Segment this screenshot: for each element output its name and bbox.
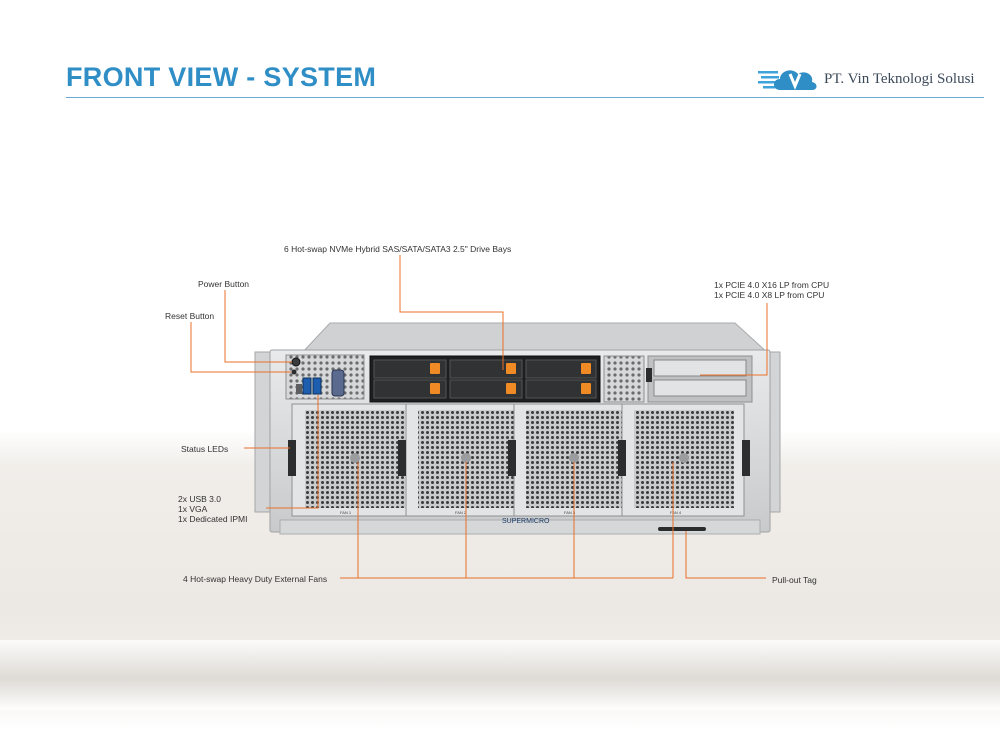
cloud-v-logo-icon <box>758 70 817 90</box>
pullout-tag-callout: Pull-out Tag <box>772 575 817 585</box>
drive-bay[interactable] <box>373 359 447 379</box>
front-control-panel <box>285 354 365 400</box>
power-button-callout: Power Button <box>198 279 250 289</box>
vga-port[interactable] <box>331 369 345 397</box>
title-divider <box>66 97 984 98</box>
drive-bay[interactable] <box>449 359 523 379</box>
company-logo: PT. Vin Teknologi Solusi <box>758 64 975 94</box>
page-title: FRONT VIEW - SYSTEM <box>66 62 377 92</box>
background-floor-shadow <box>0 640 1000 710</box>
pcie-slot[interactable] <box>653 359 747 377</box>
drive-bay[interactable] <box>525 359 597 379</box>
chassis-top <box>298 322 772 356</box>
drive-bay[interactable] <box>373 379 447 399</box>
io-callout-line: 1x Dedicated IPMI <box>178 514 248 524</box>
drive-bays-callout: 6 Hot-swap NVMe Hybrid SAS/SATA/SATA3 2.… <box>284 244 512 254</box>
usb-port[interactable] <box>312 377 322 395</box>
pcie-callout-line: 1x PCIE 4.0 X8 LP from CPU <box>714 290 825 300</box>
reset-button[interactable] <box>291 369 297 375</box>
ipmi-port[interactable] <box>296 384 302 394</box>
io-callout-line: 1x VGA <box>178 504 208 514</box>
company-name: PT. Vin Teknologi Solusi <box>824 70 975 87</box>
drive-bay-cage <box>369 355 601 403</box>
pcie-callout: 1x PCIE 4.0 X16 LP from CPU 1x PCIE 4.0 … <box>714 280 829 300</box>
io-callout-line: 2x USB 3.0 <box>178 494 221 504</box>
power-button[interactable] <box>291 357 301 367</box>
front-vent-grille <box>603 355 645 403</box>
usb-port[interactable] <box>302 377 312 395</box>
io-ports-callout: 2x USB 3.0 1x VGA 1x Dedicated IPMI <box>178 494 247 524</box>
reset-button-callout: Reset Button <box>165 311 215 321</box>
drive-bay[interactable] <box>449 379 523 399</box>
status-leds-callout: Status LEDs <box>181 444 229 454</box>
drive-bay[interactable] <box>525 379 597 399</box>
pcie-callout-line: 1x PCIE 4.0 X16 LP from CPU <box>714 280 830 290</box>
pcie-slot-area <box>646 355 753 403</box>
pcie-slot[interactable] <box>653 379 747 397</box>
fans-callout: 4 Hot-swap Heavy Duty External Fans <box>183 574 328 584</box>
